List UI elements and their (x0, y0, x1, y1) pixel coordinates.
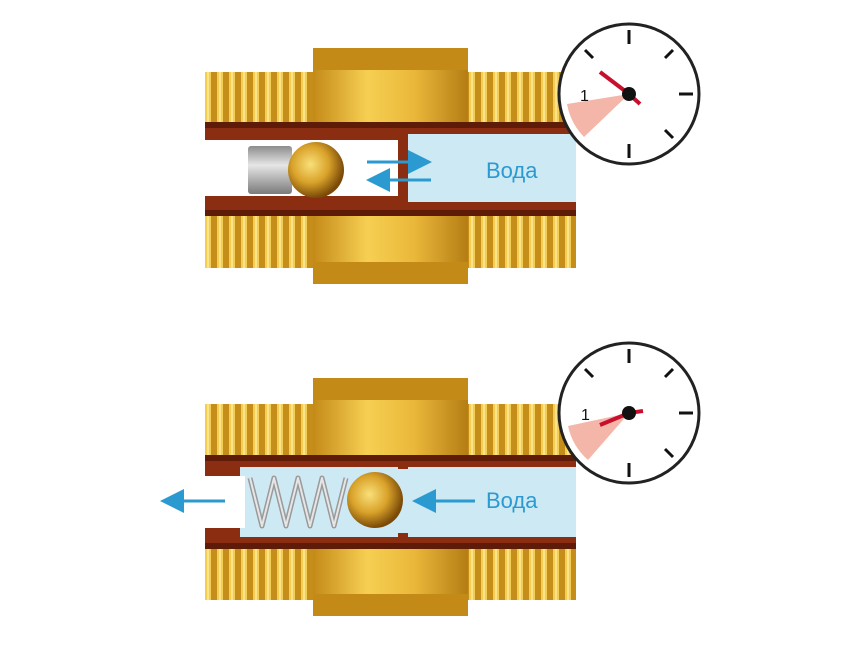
top-right-thread-lower (468, 212, 576, 268)
top-water-label: Вода (486, 158, 538, 183)
top-seat (398, 128, 408, 210)
bottom-pipe-wall-lower-shade (205, 543, 576, 549)
top-gauge-hub (622, 87, 636, 101)
bottom-pressure-gauge: 1 (559, 343, 699, 483)
top-gauge-tick-label: 1 (580, 88, 589, 105)
bottom-nut-top-band (313, 378, 468, 400)
bottom-seat-lower (398, 533, 408, 541)
top-nut-top-band (313, 48, 468, 70)
bottom-seat-upper (398, 461, 408, 469)
top-ball (288, 142, 344, 198)
bottom-pipe-wall-upper-shade (205, 455, 576, 461)
top-plug (248, 146, 292, 194)
bottom-gauge-hub (622, 406, 636, 420)
top-pressure-gauge: 1 (559, 24, 699, 164)
top-pipe-wall-upper-shade (205, 122, 576, 128)
top-nut-bottom-band (313, 262, 468, 284)
bottom-water-label: Вода (486, 488, 538, 513)
bottom-gauge-tick-label: 1 (581, 407, 590, 424)
top-valve: Вода (205, 48, 576, 284)
bottom-right-thread-lower (468, 544, 576, 600)
top-left-thread-lower (205, 212, 313, 268)
bottom-ball (347, 472, 403, 528)
bottom-valve: Вода (166, 378, 576, 616)
top-pipe-wall-lower-shade (205, 210, 576, 216)
bottom-left-thread-upper (205, 404, 313, 460)
bottom-nut-bottom-band (313, 594, 468, 616)
bottom-left-thread-lower (205, 544, 313, 600)
top-left-thread-upper (205, 72, 313, 126)
